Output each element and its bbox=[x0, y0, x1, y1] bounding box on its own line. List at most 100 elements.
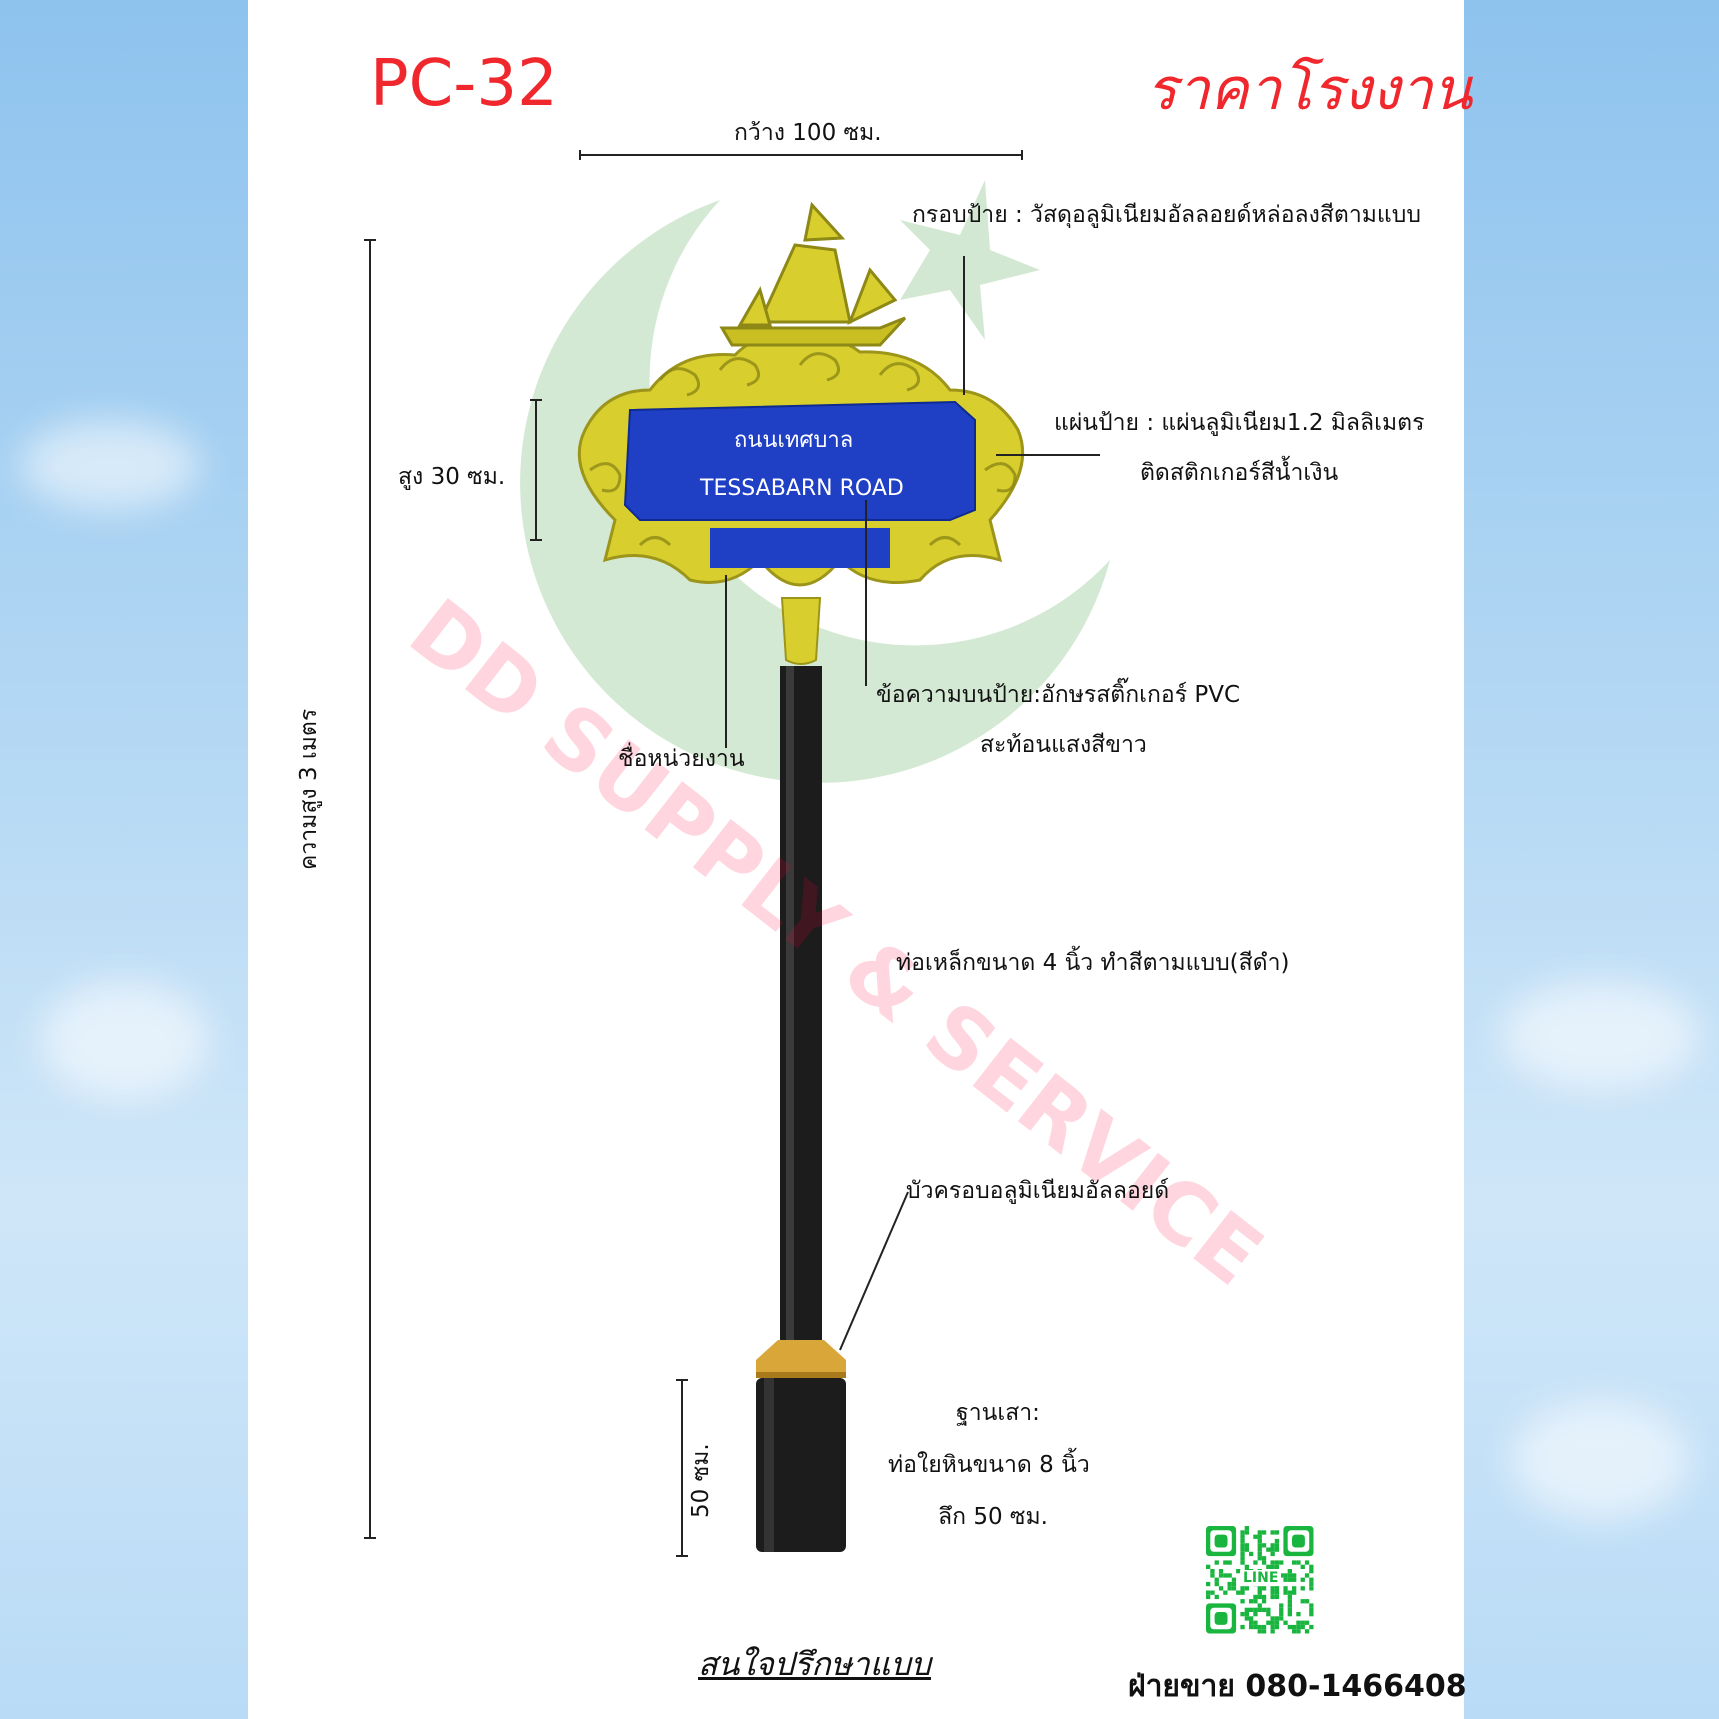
qr-module bbox=[1240, 1599, 1245, 1604]
sign-height-label: สูง 30 ซม. bbox=[398, 464, 506, 490]
qr-module bbox=[1266, 1607, 1271, 1612]
qr-module bbox=[1270, 1564, 1275, 1569]
qr-module bbox=[1270, 1624, 1275, 1630]
qr-module bbox=[1270, 1530, 1275, 1535]
qr-module bbox=[1257, 1607, 1262, 1612]
qr-module bbox=[1257, 1624, 1262, 1630]
qr-module bbox=[1292, 1624, 1297, 1630]
qr-module bbox=[1240, 1590, 1245, 1595]
qr-module bbox=[1240, 1556, 1245, 1561]
qr-module bbox=[1244, 1564, 1249, 1569]
qr-module bbox=[1210, 1573, 1215, 1578]
qr-module bbox=[1274, 1594, 1280, 1600]
sign-line-1: ถนนเทศบาล bbox=[734, 428, 854, 453]
qr-module bbox=[1300, 1620, 1305, 1625]
qr-finder bbox=[1292, 1534, 1305, 1548]
qr-module bbox=[1218, 1586, 1224, 1591]
qr-module bbox=[1300, 1624, 1305, 1630]
qr-module bbox=[1274, 1564, 1280, 1569]
qr-module bbox=[1257, 1586, 1262, 1591]
agency-plate bbox=[710, 528, 890, 568]
qr-module bbox=[1206, 1590, 1211, 1595]
qr-module bbox=[1287, 1624, 1292, 1630]
qr-module bbox=[1223, 1560, 1228, 1565]
qr-module bbox=[1287, 1590, 1292, 1595]
sign-line-2: TESSABARN ROAD bbox=[700, 476, 904, 501]
qr-module bbox=[1227, 1573, 1232, 1578]
qr-module bbox=[1249, 1551, 1254, 1557]
qr-module bbox=[1227, 1581, 1232, 1587]
qr-module bbox=[1274, 1530, 1280, 1535]
qr-module bbox=[1287, 1573, 1292, 1578]
model-code: PC-32 bbox=[370, 47, 558, 121]
dimension-lines bbox=[364, 150, 1100, 1557]
qr-module bbox=[1261, 1607, 1267, 1612]
qr-module bbox=[1292, 1560, 1297, 1565]
qr-module bbox=[1309, 1564, 1314, 1569]
qr-module bbox=[1218, 1573, 1224, 1578]
qr-module bbox=[1304, 1573, 1310, 1578]
qr-module bbox=[1309, 1612, 1314, 1617]
qr-module bbox=[1304, 1560, 1310, 1565]
qr-module bbox=[1309, 1586, 1314, 1591]
frame-callout: กรอบป้าย : วัสดุอลูมิเนียมอัลลอยด์หล่อลง… bbox=[912, 202, 1421, 228]
qr-module bbox=[1279, 1616, 1284, 1621]
qr-module bbox=[1292, 1590, 1297, 1595]
pipe-callout: ท่อเหล็กขนาด 4 นิ้ว ทำสีตามแบบ(สีดำ) bbox=[896, 950, 1290, 976]
qr-module bbox=[1300, 1599, 1305, 1604]
qr-module bbox=[1266, 1547, 1271, 1552]
qr-module bbox=[1240, 1538, 1245, 1544]
qr-module bbox=[1240, 1530, 1245, 1535]
qr-module bbox=[1249, 1624, 1254, 1630]
qr-module bbox=[1249, 1620, 1254, 1625]
qr-module bbox=[1223, 1590, 1228, 1595]
qr-module bbox=[1240, 1547, 1245, 1552]
qr-module bbox=[1231, 1586, 1237, 1591]
qr-module bbox=[1257, 1530, 1262, 1535]
qr-module bbox=[1270, 1620, 1275, 1625]
qr-module bbox=[1206, 1594, 1211, 1600]
qr-module bbox=[1296, 1560, 1301, 1565]
consult-link[interactable]: สนใจปรึกษาแบบ bbox=[698, 1645, 931, 1683]
qr-module bbox=[1249, 1599, 1254, 1604]
qr-module bbox=[1240, 1560, 1245, 1565]
text-callout-1: ข้อความบนป้าย:อักษรสติ๊กเกอร์ PVC bbox=[876, 682, 1241, 708]
qr-module bbox=[1223, 1573, 1228, 1578]
qr-module bbox=[1257, 1590, 1262, 1595]
qr-module bbox=[1257, 1538, 1262, 1544]
qr-module bbox=[1266, 1620, 1271, 1625]
qr-module bbox=[1296, 1612, 1301, 1617]
qr-module bbox=[1218, 1569, 1224, 1574]
qr-module bbox=[1270, 1590, 1275, 1595]
qr-module bbox=[1309, 1607, 1314, 1612]
qr-module bbox=[1227, 1560, 1232, 1565]
qr-module bbox=[1253, 1624, 1258, 1630]
qr-line-label: LINE bbox=[1240, 1570, 1282, 1586]
qr-module bbox=[1270, 1551, 1275, 1557]
qr-module bbox=[1261, 1594, 1267, 1600]
qr-module bbox=[1283, 1590, 1288, 1595]
qr-module bbox=[1240, 1534, 1245, 1539]
qr-module bbox=[1249, 1607, 1254, 1612]
ship-crest bbox=[719, 316, 907, 347]
qr-module bbox=[1274, 1547, 1280, 1552]
qr-module bbox=[1257, 1629, 1262, 1634]
qr-module bbox=[1240, 1543, 1245, 1548]
qr-module bbox=[1270, 1547, 1275, 1552]
qr-module bbox=[1287, 1594, 1292, 1600]
qr-module bbox=[1304, 1620, 1310, 1625]
qr-module bbox=[1206, 1581, 1211, 1587]
qr-module bbox=[1296, 1624, 1301, 1630]
sign-plate bbox=[623, 400, 976, 521]
qr-module bbox=[1257, 1543, 1262, 1548]
qr-module bbox=[1214, 1594, 1219, 1600]
qr-module bbox=[1236, 1569, 1241, 1574]
qr-module bbox=[1249, 1616, 1254, 1621]
spec-sheet bbox=[248, 0, 1464, 1719]
cloud bbox=[1500, 980, 1700, 1090]
width-label: กว้าง 100 ซม. bbox=[734, 120, 882, 146]
qr-module bbox=[1296, 1629, 1301, 1634]
qr-module bbox=[1270, 1594, 1275, 1600]
qr-module bbox=[1257, 1594, 1262, 1600]
qr-module bbox=[1244, 1586, 1249, 1591]
